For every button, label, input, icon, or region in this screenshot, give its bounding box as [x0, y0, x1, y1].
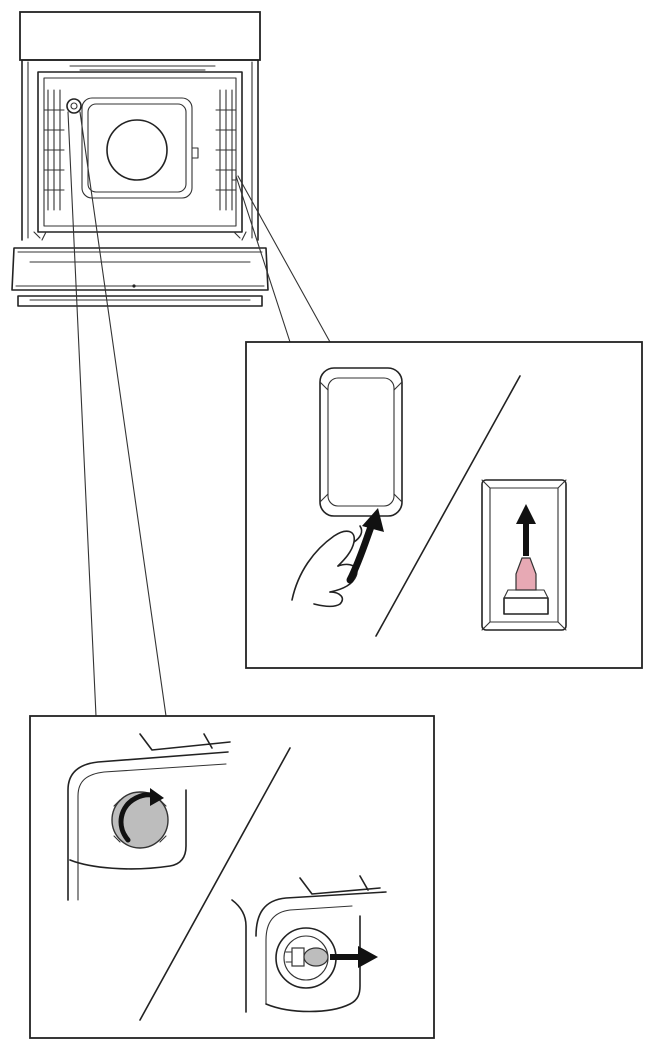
side-lamp-socket	[481, 479, 567, 631]
oven-cavity	[37, 71, 243, 233]
oven-door	[11, 247, 269, 291]
side-lamp-callout	[245, 341, 643, 669]
side-lamp	[231, 169, 237, 181]
callout-leader-lines	[67, 111, 331, 717]
oven-body	[21, 59, 259, 241]
pull-arrow-icon	[330, 946, 378, 968]
rear-lamp	[66, 98, 82, 114]
rear-lamp-callout	[29, 715, 435, 1039]
side-lamp-callout-frame	[245, 341, 643, 669]
side-lamp-bulb	[515, 557, 537, 591]
right-rack-guides	[215, 89, 237, 211]
oven-back-panel	[81, 97, 193, 199]
lift-arrow-icon	[346, 508, 384, 584]
oven-illustration	[11, 11, 269, 307]
left-rack-guides	[43, 89, 65, 211]
rotate-arrow-icon	[118, 788, 164, 843]
oven-control-panel	[19, 11, 261, 61]
rear-lamp-callout-frame	[29, 715, 435, 1039]
up-arrow-icon	[516, 504, 536, 556]
oven-fan-cover	[106, 119, 168, 181]
rear-lamp-bulb-step	[231, 875, 387, 1013]
side-lamp-glass-cover	[319, 367, 403, 517]
hand-icon	[291, 525, 363, 608]
rear-lamp-bulb	[285, 947, 329, 967]
rear-lamp-cover-step	[67, 733, 231, 901]
